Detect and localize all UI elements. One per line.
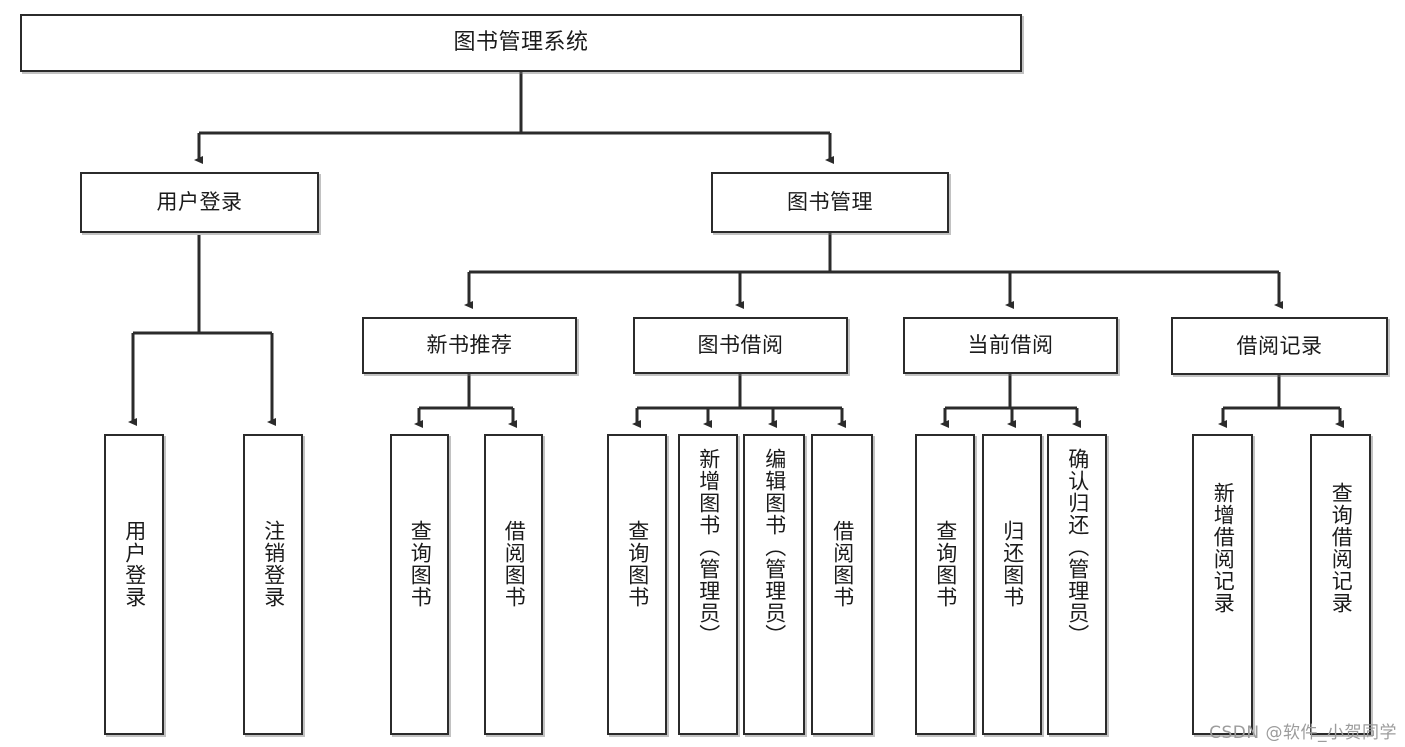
node-leaf-edit-book-label: 编辑图书（管理员）: [762, 448, 787, 646]
node-leaf-query-book-3-label: 查询图书: [933, 520, 958, 608]
node-leaf-edit-book[interactable]: 编辑图书（管理员）: [743, 434, 805, 735]
node-leaf-borrow-book-2[interactable]: 借阅图书: [811, 434, 873, 735]
node-leaf-query-book-1[interactable]: 查询图书: [390, 434, 449, 735]
node-leaf-add-book[interactable]: 新增图书（管理员）: [678, 434, 738, 735]
node-leaf-user-login[interactable]: 用户登录: [104, 434, 164, 735]
node-leaf-return-book[interactable]: 归还图书: [982, 434, 1042, 735]
node-book-manage-label: 图书管理: [787, 190, 873, 215]
node-new-book-rec[interactable]: 新书推荐: [362, 317, 577, 374]
node-leaf-borrow-book-1[interactable]: 借阅图书: [484, 434, 543, 735]
node-book-borrow-label: 图书借阅: [697, 333, 784, 358]
node-leaf-query-record[interactable]: 查询借阅记录: [1310, 434, 1371, 735]
node-leaf-add-book-label: 新增图书（管理员）: [696, 448, 721, 646]
node-leaf-query-book-3[interactable]: 查询图书: [915, 434, 975, 735]
node-current-borrow-label: 当前借阅: [967, 333, 1054, 358]
node-leaf-query-book-1-label: 查询图书: [408, 520, 433, 608]
node-root-label: 图书管理系统: [453, 30, 589, 56]
node-leaf-add-record[interactable]: 新增借阅记录: [1192, 434, 1253, 735]
node-leaf-user-logout-label: 注销登录: [261, 520, 286, 608]
node-user-login-label: 用户登录: [156, 190, 243, 215]
node-user-login[interactable]: 用户登录: [80, 172, 319, 233]
node-leaf-query-book-2[interactable]: 查询图书: [607, 434, 667, 735]
node-leaf-borrow-book-1-label: 借阅图书: [502, 520, 527, 608]
node-book-borrow[interactable]: 图书借阅: [633, 317, 848, 374]
node-new-book-rec-label: 新书推荐: [426, 333, 513, 358]
node-book-manage[interactable]: 图书管理: [711, 172, 949, 233]
node-root[interactable]: 图书管理系统: [20, 14, 1022, 72]
watermark: CSDN @软件_小贺同学: [1209, 723, 1397, 743]
node-borrow-record[interactable]: 借阅记录: [1171, 317, 1388, 375]
node-current-borrow[interactable]: 当前借阅: [903, 317, 1118, 374]
node-leaf-query-book-2-label: 查询图书: [625, 520, 650, 608]
node-leaf-add-record-label: 新增借阅记录: [1211, 482, 1236, 614]
node-leaf-confirm-return[interactable]: 确认归还（管理员）: [1047, 434, 1107, 735]
node-leaf-return-book-label: 归还图书: [1000, 520, 1025, 608]
node-leaf-user-login-label: 用户登录: [122, 520, 147, 608]
node-borrow-record-label: 借阅记录: [1236, 333, 1323, 358]
node-leaf-query-record-label: 查询借阅记录: [1329, 482, 1354, 614]
node-leaf-user-logout[interactable]: 注销登录: [243, 434, 303, 735]
node-leaf-borrow-book-2-label: 借阅图书: [830, 520, 855, 608]
node-leaf-confirm-return-label: 确认归还（管理员）: [1065, 448, 1090, 646]
